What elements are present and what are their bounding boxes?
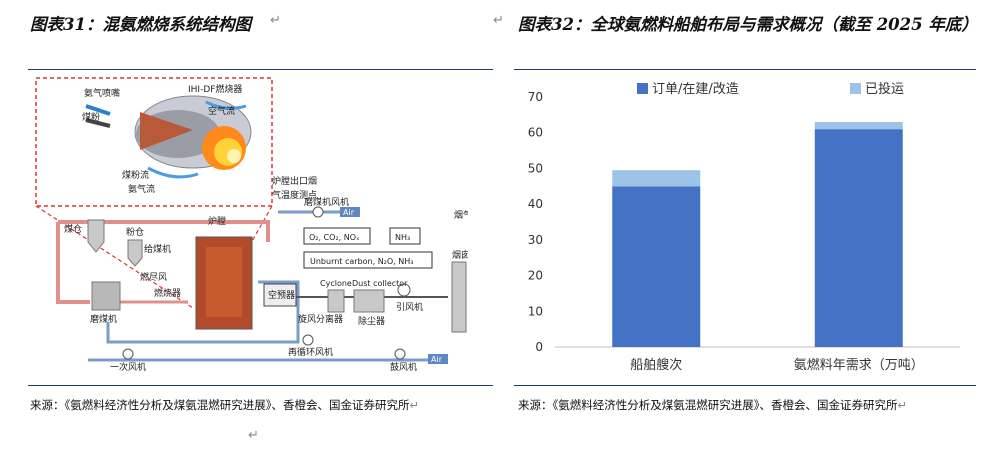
y-tick-label: 50 [528,161,543,175]
label-fd-fan: 鼓风机 [390,361,417,372]
y-tick-label: 10 [528,304,543,318]
legend-label: 订单/在建/改造 [652,82,739,97]
label-cyclone-en: Cyclone [320,279,352,288]
y-tick-label: 60 [528,126,543,140]
fd-fan-icon [394,348,406,360]
label-ammonia-flow: 氨气流 [128,183,155,195]
id-fan-icon [397,283,411,297]
label-coal-powder: 煤粉 [82,111,100,123]
label-powder-bin: 粉仓 [126,226,144,238]
source-rule-right [514,385,976,386]
primary-fan-icon [122,348,134,360]
left-figure-title: 图表31：混氨燃烧系统结构图 [30,15,251,34]
label-outlet-probe: 气温度测点 [272,189,317,201]
legend-swatch [850,83,861,94]
label-ammonia-nozzle: 氨气喷嘴 [84,87,120,99]
cyclone-unit [327,289,345,313]
label-flue-gas: 烟气 [454,209,468,221]
bar-operating [612,170,701,187]
ammonia-cofiring-diagram: 氨气喷嘴 煤粉 IHI-DF燃烧器 空气流 煤粉流 氨气流 Air Air O₂… [35,77,468,372]
label-outlet-probe: 炉膛出口烟 [272,175,317,187]
furnace-fire [206,247,242,317]
label-dust-collector: 除尘器 [358,315,385,327]
label-preheater: 空预器 [268,289,295,301]
title-rule-right [514,69,976,70]
air-tag-text: Air [343,208,355,217]
return-mark: ↵ [897,398,908,412]
ammonia-ship-chart: 订单/在建/改造 已投运 0 10 20 30 40 50 60 70 船舶艘次 氨燃料年需求（万… [528,81,960,373]
air-tag [340,207,360,217]
label-air-flow: 空气流 [208,105,235,117]
label-dust-en: Dust collector [352,279,408,288]
unburnt-box [303,251,433,269]
mill-fan-icon [312,206,324,218]
label-furnace: 炉膛 [208,215,226,227]
y-tick-label: 0 [535,340,543,354]
return-mark: ↵ [409,398,420,412]
label-overfire-air: 燃尽风 [140,271,167,283]
right-source-note: 来源：《氨燃料经济性分析及煤氨混燃研究进展》、香橙会、国金证券研究所↵ [518,397,907,413]
x-axis: 船舶艘次 氨燃料年需求（万吨） [630,357,924,373]
return-mark: ↵ [493,13,504,28]
label-coal-bin: 煤仓 [64,223,82,235]
right-figure-title: 图表32：全球氨燃料船舶布局与需求概况（截至 2025 年底） [518,15,978,34]
bar-ordered [612,186,701,347]
dust-collector-unit [353,289,385,313]
label-mill-fan: 磨煤机风机 [304,196,349,208]
air-tag [428,354,448,364]
return-mark: ↵ [270,13,281,28]
chart-legend: 订单/在建/改造 已投运 [637,81,904,97]
burner-illustration [85,95,252,179]
legend-swatch [637,83,648,94]
right-source-text: 来源：《氨燃料经济性分析及煤氨混燃研究进展》、香橙会、国金证券研究所 [518,398,898,412]
y-tick-label: 70 [528,90,543,104]
powder-bin [127,239,143,267]
y-tick-label: 20 [528,269,543,283]
left-source-text: 来源：《氨燃料经济性分析及煤氨混燃研究进展》、香橙会、国金证券研究所 [30,398,410,412]
gas-measure-box [303,227,371,245]
label-mill: 磨煤机 [90,313,117,325]
source-rule-left [28,385,493,386]
label-feeder: 给煤机 [144,243,171,255]
label-coal-flow: 煤粉流 [122,169,149,181]
label-gases: O₂, CO₂, NOₓ [309,233,360,242]
mill-unit [91,281,121,311]
x-category-label: 氨燃料年需求（万吨） [794,357,924,373]
air-preheater [263,283,297,307]
left-source-note: 来源：《氨燃料经济性分析及煤氨混燃研究进展》、香橙会、国金证券研究所↵ [30,397,419,413]
label-cyclone: 旋风分离器 [298,313,343,325]
chimney-unit [451,261,467,333]
label-id-fan: 引风机 [396,301,423,313]
label-burner-model: IHI-DF燃烧器 [188,83,242,95]
air-tag-text: Air [431,355,443,364]
return-mark: ↵ [248,428,259,443]
title-rule-left [28,69,493,70]
y-tick-label: 40 [528,197,543,211]
coal-bin [87,219,105,253]
label-primary-fan: 一次风机 [110,361,146,372]
label-chimney: 烟囱 [452,249,468,261]
bar-ordered [814,129,903,347]
legend-label: 已投运 [865,81,904,97]
y-tick-label: 30 [528,233,543,247]
label-nh3: NH₃ [395,233,410,242]
label-unburnt: Unburnt carbon, N₂O, NH₃ [310,257,413,266]
label-burner: 燃烧器 [154,287,181,299]
recirc-fan-icon [302,334,314,346]
label-recirc-fan: 再循环风机 [288,346,333,358]
x-category-label: 船舶艘次 [630,357,682,373]
nh3-box [389,227,421,245]
chart-bars [612,122,903,347]
bar-operating [814,122,903,130]
